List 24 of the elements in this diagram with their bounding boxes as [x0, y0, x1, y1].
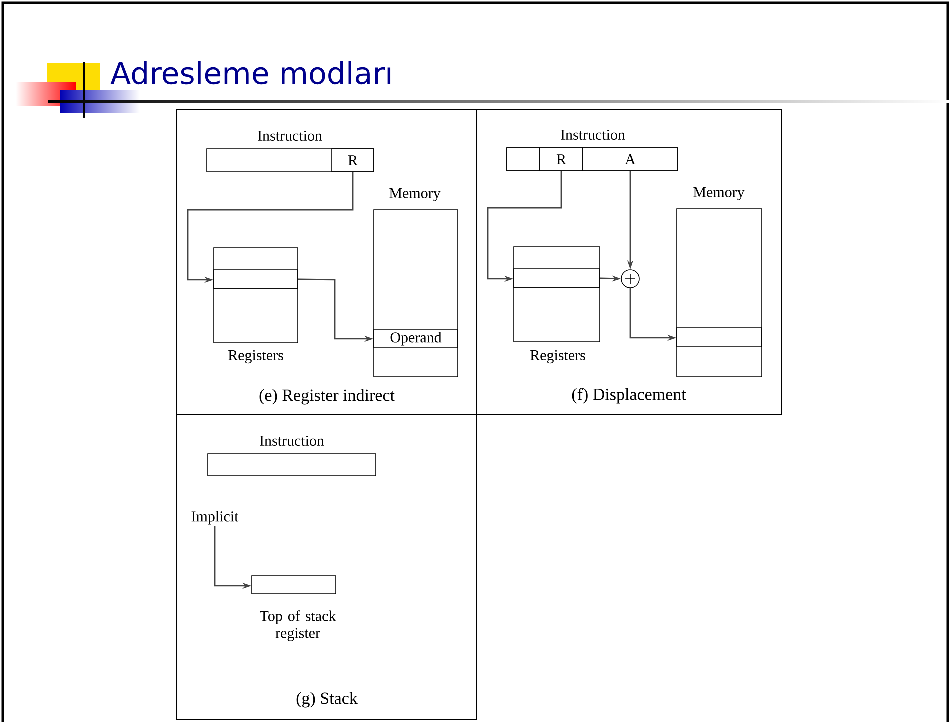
memory-cell: Operand — [374, 330, 458, 348]
memory-cell — [676, 328, 762, 348]
node-label: Instruction — [561, 130, 626, 140]
register-block: Registers — [214, 248, 298, 364]
register-row — [214, 270, 298, 290]
field-cell: R — [332, 148, 374, 172]
memory-block: Memory — [676, 187, 762, 378]
slide-title: Adresleme modları — [110, 61, 391, 85]
field-cell: R — [540, 148, 584, 172]
field-cell: A — [582, 148, 678, 172]
node-label: Top of stack register — [260, 610, 336, 642]
node-label: Instruction — [258, 130, 322, 142]
node-label: Memory — [694, 187, 745, 201]
node-label: Memory — [390, 188, 441, 202]
node-label: Registers — [530, 350, 586, 364]
instruction-box: Instruction — [208, 436, 376, 476]
register-box: Top of stack register — [252, 576, 336, 642]
adder-circle — [621, 270, 640, 288]
node-label: Registers — [228, 350, 284, 364]
implicit-label: Implicit — [192, 511, 239, 525]
node-label: Instruction — [260, 436, 324, 446]
field-cell — [506, 148, 540, 172]
register-row — [514, 268, 600, 288]
register-block: Registers — [514, 246, 600, 364]
